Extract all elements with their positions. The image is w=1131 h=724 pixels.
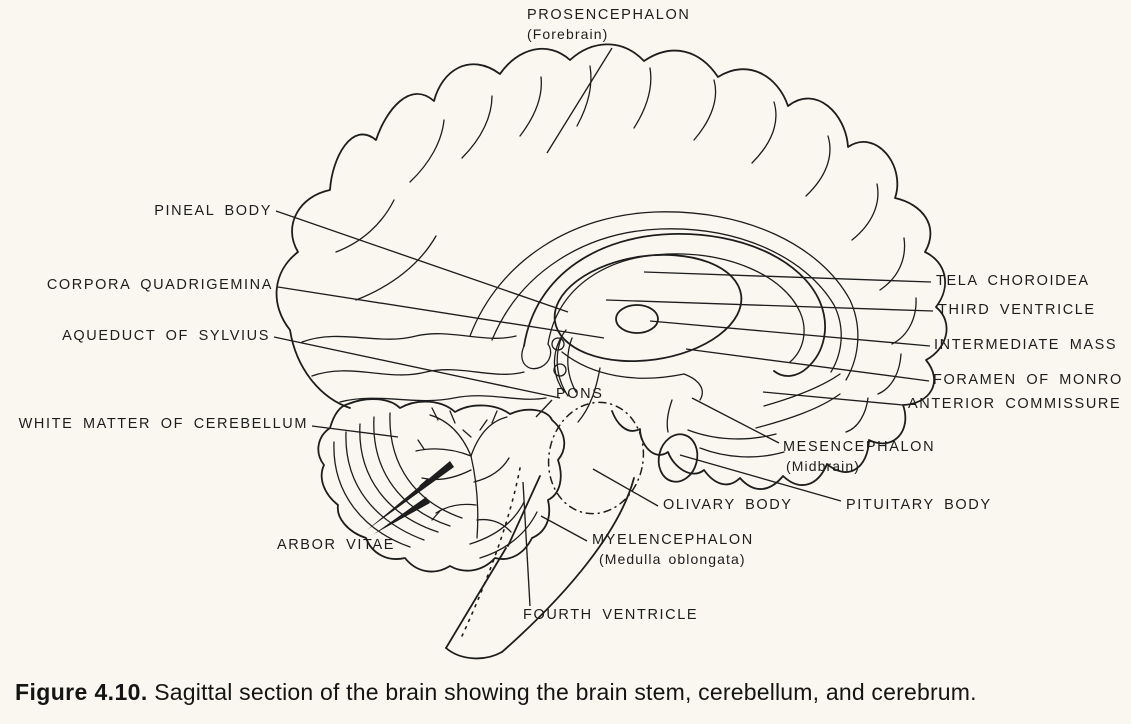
leader-lines <box>273 47 934 607</box>
corpus-callosum <box>521 233 826 377</box>
leader-third-ventricle <box>605 299 934 312</box>
label-third-ventricle: THIRD VENTRICLE <box>938 302 1096 318</box>
label-mesencephalon-subtext: (Midbrain) <box>786 458 861 474</box>
leader-pineal-body <box>275 210 569 313</box>
label-white-matter-of-cerebellum: WHITE MATTER OF CEREBELLUM <box>18 416 308 432</box>
intermediate-mass-shape <box>615 304 659 334</box>
figure-caption-text: Sagittal section of the brain showing th… <box>147 679 977 705</box>
leader-white-matter-of-cerebellum <box>311 425 399 438</box>
label-foramen-of-monro: FORAMEN OF MONRO <box>933 372 1123 388</box>
label-intermediate-mass: INTERMEDIATE MASS <box>934 337 1118 353</box>
label-aqueduct-of-sylvius: AQUEDUCT OF SYLVIUS <box>62 328 270 344</box>
thalamus-region <box>553 253 743 401</box>
label-prosencephalon: PROSENCEPHALON (Forebrain) <box>527 7 690 42</box>
figure-caption-number: Figure 4.10. <box>15 679 148 705</box>
arbor-vitae-tree <box>415 407 512 539</box>
leader-arbor-vitae-arrow-1 <box>367 461 454 530</box>
midbrain-region <box>551 329 601 423</box>
leader-myelencephalon <box>540 515 588 542</box>
label-myelencephalon-text: MYELENCEPHALON <box>592 532 754 548</box>
leader-aqueduct-of-sylvius <box>273 336 561 399</box>
label-prosencephalon-subtext: (Forebrain) <box>527 26 609 42</box>
label-anterior-commissure: ANTERIOR COMMISSURE <box>908 396 1122 412</box>
leader-intermediate-mass <box>649 320 931 347</box>
leader-pituitary-body <box>679 454 842 502</box>
label-pituitary-body: PITUITARY BODY <box>846 497 992 513</box>
label-mesencephalon-text: MESENCEPHALON <box>783 439 936 455</box>
label-fourth-ventricle: FOURTH VENTRICLE <box>523 607 699 623</box>
leader-mesencephalon <box>691 397 780 444</box>
label-prosencephalon-text: PROSENCEPHALON <box>527 7 691 23</box>
label-myelencephalon: MYELENCEPHALON (Medulla oblongata) <box>592 532 754 567</box>
label-arbor-vitae: ARBOR VITAE <box>276 537 395 553</box>
label-pineal-body: PINEAL BODY <box>154 203 272 219</box>
leader-foramen-of-monro <box>685 348 930 382</box>
leader-corpora-quadrigemina <box>277 286 605 339</box>
leader-pons <box>535 399 553 418</box>
leader-tela-choroidea <box>643 271 932 283</box>
label-pons: PONS <box>556 386 604 402</box>
leader-olivary-body <box>592 468 659 507</box>
fourth-ventricle-channel <box>461 467 521 637</box>
label-mesencephalon: MESENCEPHALON (Midbrain) <box>783 439 935 474</box>
label-tela-choroidea: TELA CHOROIDEA <box>936 273 1090 289</box>
leader-anterior-commissure <box>762 391 904 406</box>
figure-caption: Figure 4.10. Sagittal section of the bra… <box>15 679 977 706</box>
label-myelencephalon-subtext: (Medulla oblongata) <box>599 551 746 567</box>
label-olivary-body: OLIVARY BODY <box>663 497 793 513</box>
label-corpora-quadrigemina: CORPORA QUADRIGEMINA <box>46 277 273 293</box>
pons-shape <box>547 401 645 515</box>
leader-fourth-ventricle <box>522 481 531 607</box>
leader-arbor-vitae-arrow-2 <box>374 497 430 534</box>
cerebrum-outline <box>275 43 948 490</box>
leader-prosencephalon <box>546 47 613 154</box>
brainstem <box>445 401 645 660</box>
pituitary-region <box>657 399 699 483</box>
cerebellum <box>317 398 566 573</box>
